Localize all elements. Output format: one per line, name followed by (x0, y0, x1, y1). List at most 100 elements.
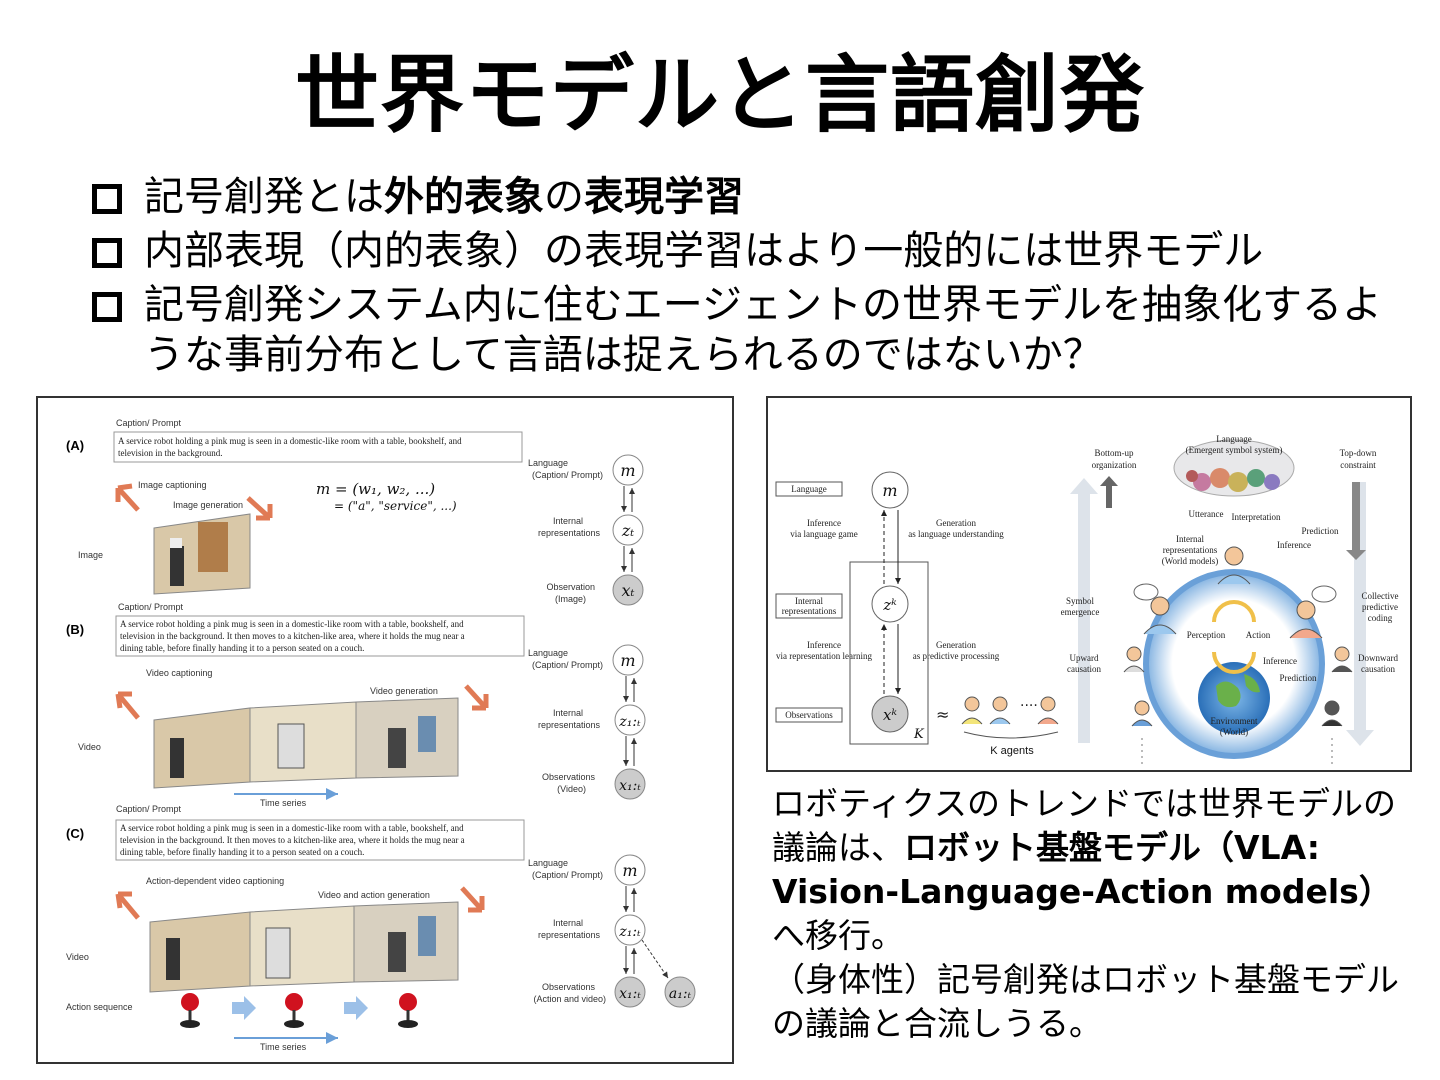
box-label: representations (782, 606, 837, 616)
node-symbol: zₜ (621, 521, 634, 540)
node-label: Observations (542, 982, 596, 992)
sys-text: Language (1216, 434, 1251, 444)
robot-photo-image (154, 514, 250, 594)
bullet-text: 記号創発システム内に住むエージェントの世界モデルを抽象化するような事前分布として… (144, 282, 1382, 378)
panel-a-arrow-left-label: Image captioning (138, 480, 207, 490)
node-symbol: xₜ (622, 581, 635, 600)
node-label: (Video) (557, 784, 586, 794)
sys-text: Perception (1187, 630, 1226, 640)
box-label: Language (791, 484, 826, 494)
sys-text: Bottom-up (1094, 448, 1134, 458)
side-text: via representation learning (776, 651, 872, 661)
node-symbol: xᵏ (883, 706, 897, 724)
sys-text: Internal (1176, 534, 1204, 544)
left-figure: Caption/ Prompt (A) A service robot hold… (36, 396, 734, 1064)
sys-text: Interpretation (1232, 512, 1281, 522)
sys-text: (World) (1220, 727, 1248, 737)
bullet-bold: 表現学習 (584, 174, 744, 220)
formula-text: = ("a", "service", ...) (334, 499, 457, 513)
side-text: Inference (807, 518, 841, 528)
person-icon (1124, 647, 1144, 672)
sys-text: organization (1092, 460, 1137, 470)
side-text: via language game (790, 529, 857, 539)
node-label: Observation (546, 582, 595, 592)
node-label: Language (528, 458, 568, 468)
sys-text: emergence (1061, 607, 1100, 617)
panel-a-row-label: Image (78, 550, 103, 560)
node-label: Language (528, 648, 568, 658)
node-symbol: m (620, 461, 635, 480)
node-label: Internal (553, 516, 583, 526)
square-bullet-icon (92, 292, 122, 322)
sys-text: Upward (1070, 653, 1099, 663)
sys-text: coding (1368, 613, 1393, 623)
plate-label: K (913, 727, 925, 742)
node-symbol: m (620, 651, 635, 670)
bullet-text: 内部表現（内的表象）の表現学習はより一般的には世界モデル (144, 228, 1263, 274)
node-symbol: zᵏ (882, 596, 897, 614)
person-icon (1132, 701, 1152, 726)
node-label: representations (538, 930, 601, 940)
node-label: (Caption/ Prompt) (532, 470, 603, 480)
video-frames-image (150, 902, 458, 992)
node-label: Observations (542, 772, 596, 782)
left-figure-svg: Caption/ Prompt (A) A service robot hold… (38, 398, 732, 1062)
node-label: Internal (553, 708, 583, 718)
node-symbol: z₁:ₜ (618, 924, 641, 940)
sys-text: Prediction (1302, 526, 1339, 536)
node-label: representations (538, 528, 601, 538)
panel-b-arrow-left-label: Video captioning (146, 668, 212, 678)
panel-a-graph: Language (Caption/ Prompt) m Internal re… (528, 455, 643, 605)
right-figure: Language Internal representations Observ… (766, 396, 1412, 772)
side-text: as predictive processing (913, 651, 1000, 661)
sys-text: Downward (1358, 653, 1398, 663)
slide-title: 世界モデルと言語創発 (0, 28, 1440, 149)
right-arrow-icon (344, 996, 368, 1020)
node-label: representations (538, 720, 601, 730)
panel-b-graph: Language (Caption/ Prompt) m Internal re… (528, 645, 645, 799)
node-label: Internal (553, 918, 583, 928)
orange-arrow-icon (248, 498, 270, 518)
node-symbol: z₁:ₜ (618, 714, 641, 730)
panel-c-caption-line: television in the background. It then mo… (120, 835, 465, 845)
right-caption: ロボティクスのトレンドでは世界モデルの議論は、ロボット基盤モデル（VLA: Vi… (772, 782, 1412, 1046)
panel-b-time-label: Time series (260, 798, 307, 808)
node-label: (Caption/ Prompt) (532, 660, 603, 670)
panel-c-arrow-left-label: Action-dependent video captioning (146, 876, 284, 886)
bullet-item: 記号創発とは外的表象の表現学習 (92, 172, 1412, 222)
sys-text: Action (1246, 630, 1271, 640)
panel-b-caption-line: dining table, before finally handing it … (120, 643, 364, 653)
sys-text: (Emergent symbol system) (1186, 445, 1283, 455)
sys-text: Utterance (1189, 509, 1224, 519)
right-figure-svg: Language Internal representations Observ… (768, 398, 1410, 770)
svg-text:····: ···· (1020, 698, 1038, 714)
node-label: (Action and video) (533, 994, 606, 1004)
side-text: Generation (936, 518, 976, 528)
orange-arrow-icon (118, 488, 138, 510)
sys-text: Environment (1211, 716, 1258, 726)
panel-c-label: (C) (66, 826, 84, 841)
node-symbol: a₁:ₜ (669, 986, 692, 1002)
sys-text: causation (1361, 664, 1395, 674)
caption-text: （身体性）記号創発はロボット基盤モデルの議論と合流しうる。 (772, 960, 1399, 1043)
panel-c-row-label-2: Action sequence (66, 1002, 133, 1012)
bullet-item: 記号創発システム内に住むエージェントの世界モデルを抽象化するような事前分布として… (92, 280, 1412, 380)
sys-text: (World models) (1162, 556, 1219, 566)
panel-b-arrow-right-label: Video generation (370, 686, 438, 696)
panel-b-label: (B) (66, 622, 84, 637)
orange-arrow-icon (462, 888, 482, 910)
side-text: Generation (936, 640, 976, 650)
panel-a-label: (A) (66, 438, 84, 453)
bullet-text: 記号創発とは (144, 174, 384, 220)
caption-text: へ移行。 (772, 916, 904, 955)
node-symbol: m (882, 481, 897, 500)
side-text: Inference (807, 640, 841, 650)
sys-text: predictive (1362, 602, 1398, 612)
approx-symbol: ≈ (936, 705, 949, 724)
sys-text: Inference (1263, 656, 1297, 666)
joystick-icon (180, 993, 200, 1028)
node-label: (Image) (555, 594, 586, 604)
box-label: Observations (785, 710, 833, 720)
square-bullet-icon (92, 184, 122, 214)
side-text: as language understanding (908, 529, 1004, 539)
